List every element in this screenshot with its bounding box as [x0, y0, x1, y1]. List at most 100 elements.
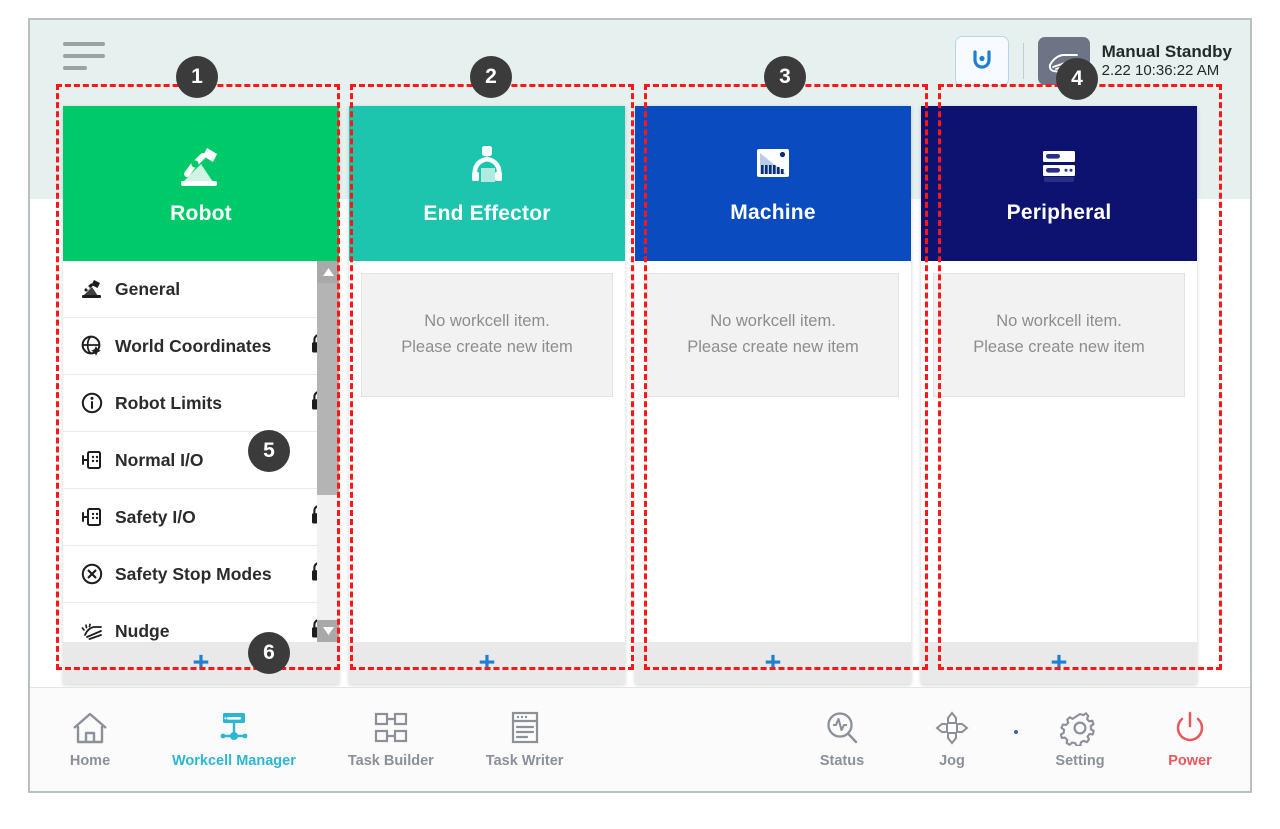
nav-label: Home — [69, 753, 111, 769]
list-item-nudge[interactable]: Nudge — [63, 603, 339, 642]
robot-settings-list: General World Coordinates — [63, 261, 339, 642]
stop-x-icon — [75, 562, 109, 586]
gripper-icon — [472, 145, 502, 182]
annotation-badge-1: 1 — [176, 56, 218, 98]
list-item-normal-io[interactable]: Normal I/O — [63, 432, 339, 489]
status-text-group: Manual Standby 2.22 10:36:22 AM — [1102, 41, 1232, 81]
robot-arm-icon — [181, 147, 217, 186]
power-icon — [1176, 711, 1204, 742]
nav-label: Power — [1168, 753, 1212, 769]
plus-icon: + — [192, 646, 210, 679]
column-header-peripheral[interactable]: Peripheral — [921, 106, 1197, 261]
limits-circle-icon — [75, 391, 109, 415]
nav-label: Status — [819, 753, 865, 769]
nudge-hand-icon — [75, 619, 109, 642]
workcell-icon — [220, 713, 248, 740]
list-item-label: Safety Stop Modes — [115, 563, 272, 584]
app-window: Manual Standby 2.22 10:36:22 AM Robot — [28, 18, 1252, 793]
add-peripheral-item-button[interactable]: + — [921, 642, 1197, 684]
nav-label: Workcell Manager — [172, 753, 296, 769]
workcell-column-robot: Robot Genera — [63, 106, 339, 684]
empty-line-1: No workcell item. — [996, 312, 1122, 331]
robot-arm-small-icon — [75, 278, 109, 300]
globe-axis-icon — [75, 334, 109, 358]
nav-item-jog[interactable]: Jog — [922, 710, 982, 769]
column-header-end-effector[interactable]: End Effector — [349, 106, 625, 261]
list-item-general[interactable]: General — [63, 261, 339, 318]
column-header-machine[interactable]: Machine — [635, 106, 911, 261]
list-item-robot-limits[interactable]: Robot Limits — [63, 375, 339, 432]
machine-icon — [757, 148, 789, 177]
annotation-badge-2: 2 — [470, 56, 512, 98]
column-body-peripheral: No workcell item. Please create new item — [921, 261, 1197, 642]
nav-item-home[interactable]: Home — [60, 710, 120, 769]
empty-state-machine: No workcell item. Please create new item — [647, 273, 899, 397]
add-machine-item-button[interactable]: + — [635, 642, 911, 684]
empty-line-1: No workcell item. — [424, 312, 550, 331]
home-icon — [73, 712, 107, 744]
nav-item-task-writer[interactable]: Task Writer — [485, 710, 564, 769]
column-title-machine: Machine — [730, 200, 816, 224]
column-header-robot[interactable]: Robot — [63, 106, 339, 261]
empty-line-2: Please create new item — [401, 338, 573, 356]
column-body-end-effector: No workcell item. Please create new item — [349, 261, 625, 642]
nav-left-group: Home Workcell Manager — [60, 710, 563, 769]
add-robot-item-button[interactable]: + — [63, 642, 339, 684]
list-item-label: General — [115, 278, 181, 299]
list-item-label: Nudge — [115, 620, 170, 641]
plus-icon: + — [478, 646, 496, 679]
peripheral-rack-icon — [1043, 150, 1075, 182]
empty-state-end-effector: No workcell item. Please create new item — [361, 273, 613, 397]
column-title-end-effector: End Effector — [423, 201, 551, 225]
annotation-badge-4: 4 — [1056, 58, 1098, 100]
scrollbar-thumb[interactable] — [317, 283, 339, 495]
column-title-peripheral: Peripheral — [1006, 200, 1112, 224]
list-item-safety-io[interactable]: Safety I/O — [63, 489, 339, 546]
jog-arrows-icon — [935, 711, 969, 745]
task-builder-icon — [374, 712, 407, 743]
annotation-badge-3: 3 — [764, 56, 806, 98]
annotation-badge-5: 5 — [248, 430, 290, 472]
nav-right-group: Status Jog Setting — [812, 710, 1220, 769]
nav-item-setting[interactable]: Setting — [1050, 710, 1110, 769]
io-port-icon — [75, 448, 109, 472]
column-body-machine: No workcell item. Please create new item — [635, 261, 911, 642]
nav-item-status[interactable]: Status — [812, 710, 872, 769]
workcell-column-end-effector: End Effector No workcell item. Please cr… — [349, 106, 625, 684]
nav-label: Jog — [939, 753, 965, 769]
list-item-world-coordinates[interactable]: World Coordinates — [63, 318, 339, 375]
header-divider — [1022, 43, 1024, 79]
nav-item-task-builder[interactable]: Task Builder — [348, 710, 434, 769]
separator-dot — [1014, 729, 1018, 734]
nav-label: Task Builder — [347, 753, 434, 769]
task-writer-icon — [511, 711, 538, 744]
status-title: Manual Standby — [1101, 42, 1232, 61]
list-item-label: Normal I/O — [115, 449, 204, 470]
column-body-robot: General World Coordinates — [63, 261, 339, 642]
hamburger-menu-icon[interactable] — [63, 42, 111, 76]
column-title-robot: Robot — [170, 201, 232, 225]
list-item-label: Safety I/O — [115, 506, 196, 527]
workcell-column-peripheral: Peripheral No workcell item. Please crea… — [921, 106, 1197, 684]
list-item-safety-stop-modes[interactable]: Safety Stop Modes — [63, 546, 339, 603]
nav-label: Task Writer — [485, 753, 564, 769]
status-timestamp: 2.22 10:36:22 AM — [1101, 62, 1220, 80]
nav-item-power[interactable]: Power — [1160, 710, 1220, 769]
plus-icon: + — [764, 646, 782, 679]
list-scrollbar[interactable] — [317, 261, 339, 642]
list-item-label: World Coordinates — [115, 335, 272, 356]
nav-item-workcell-manager[interactable]: Workcell Manager — [172, 710, 296, 769]
status-search-icon — [827, 712, 858, 744]
robot-arc-icon[interactable] — [954, 36, 1009, 86]
empty-line-2: Please create new item — [687, 338, 859, 356]
scroll-down-arrow-icon[interactable] — [317, 620, 339, 642]
nav-label: Setting — [1055, 753, 1105, 769]
empty-state-peripheral: No workcell item. Please create new item — [933, 273, 1185, 397]
add-end-effector-item-button[interactable]: + — [349, 642, 625, 684]
scroll-up-arrow-icon[interactable] — [317, 261, 339, 283]
bottom-navigation: Home Workcell Manager — [30, 687, 1250, 791]
io-port-icon — [75, 505, 109, 529]
workcell-column-machine: Machine No workcell item. Please create … — [635, 106, 911, 684]
annotation-badge-6: 6 — [248, 632, 290, 674]
empty-line-1: No workcell item. — [710, 312, 836, 331]
